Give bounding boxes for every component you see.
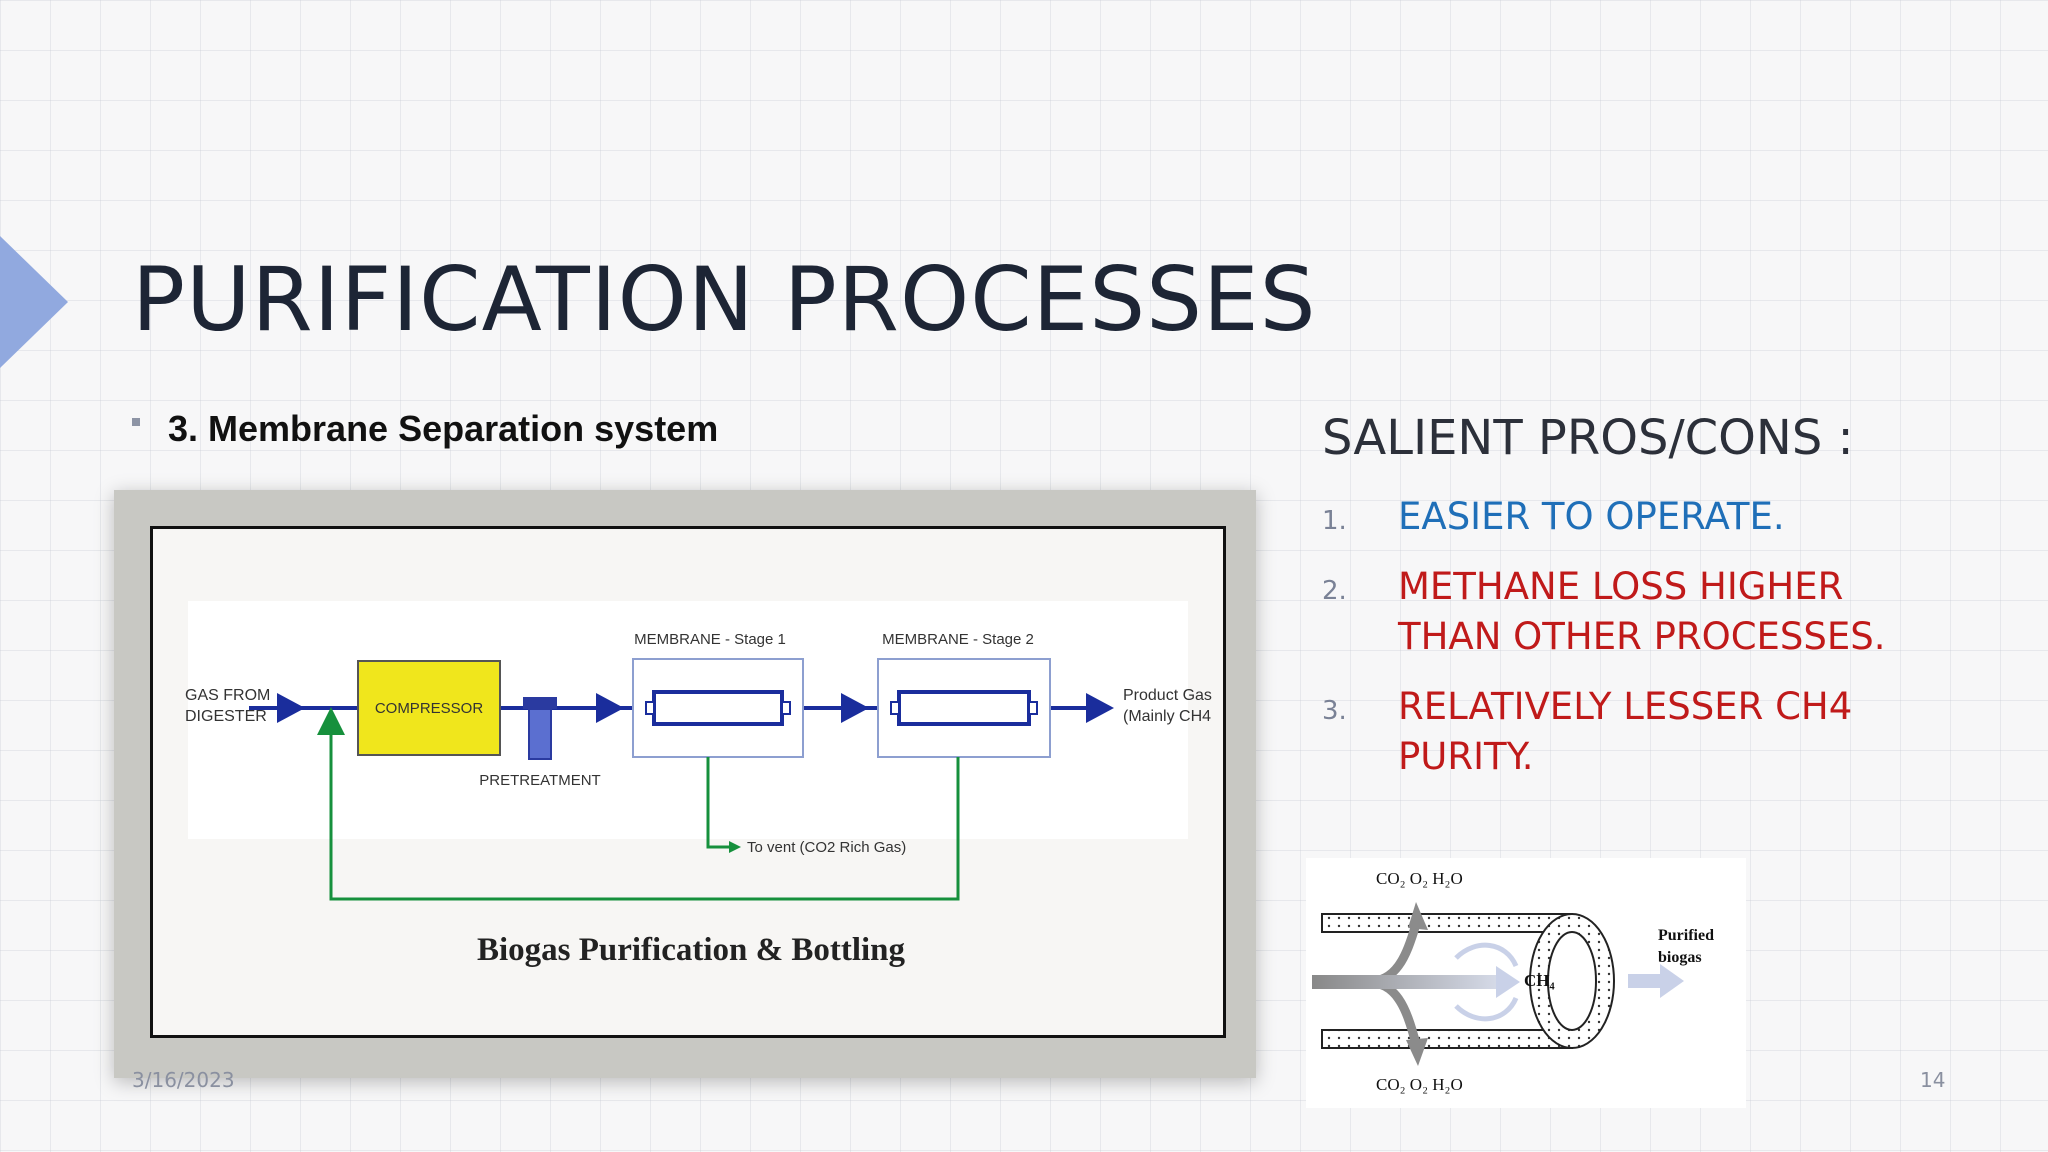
stage1-membrane [652, 690, 784, 726]
recycle-arrow [317, 707, 345, 735]
process-diagram-frame: GAS FROM DIGESTER COMPRESSOR PRETREATMEN… [114, 490, 1256, 1078]
vent-line [706, 757, 733, 849]
item-text-line: METHANE LOSS HIGHER [1398, 565, 1844, 608]
item-number: 2. [1322, 576, 1347, 606]
item-text-line: PURITY. [1398, 735, 1534, 778]
arrow-to-stage1 [596, 693, 624, 723]
bullet-marker [132, 418, 140, 426]
bullet-item: 3. Membrane Separation system [132, 408, 718, 450]
product-label-line1: Product Gas [1123, 687, 1212, 704]
stage1-cap-right [781, 701, 791, 715]
diagram-caption: Biogas Purification & Bottling [477, 932, 906, 968]
top-gases-label: CO₂ O₂ H₂O [1376, 869, 1463, 888]
pros-cons-heading: SALIENT PROS/CONS : [1322, 410, 1854, 466]
footer-date: 3/16/2023 [132, 1068, 235, 1092]
vent-label: To vent (CO2 Rich Gas) [747, 839, 906, 856]
permeate-arrow-down [1406, 1038, 1428, 1066]
ch4-flow-arrow [1496, 966, 1520, 998]
purified-arrow [1660, 964, 1684, 998]
inlet-label-line1: GAS FROM [185, 687, 270, 704]
arrow-inlet [277, 693, 305, 723]
item-number: 3. [1322, 696, 1347, 726]
purified-label-line1: Purified [1658, 927, 1714, 944]
membrane-tube-figure: CO₂ O₂ H₂O CO₂ O₂ H₂O CH₄ Purified bioga… [1306, 858, 1746, 1108]
pretreatment-cap [523, 697, 557, 709]
pros-cons-item-3: 3. RELATIVELY LESSER CH4 PURITY. [1322, 682, 1962, 782]
item-text-line: THAN OTHER PROCESSES. [1398, 615, 1886, 658]
process-diagram-svg: GAS FROM DIGESTER COMPRESSOR PRETREATMEN… [185, 601, 1212, 968]
purified-flow [1628, 974, 1664, 988]
tube-top-wall [1321, 913, 1573, 933]
pretreatment-label: PRETREATMENT [479, 772, 600, 789]
vent-arrow [729, 841, 741, 853]
purified-label-line2: biogas [1658, 949, 1702, 966]
item-number: 1. [1322, 506, 1347, 536]
item-text: METHANE LOSS HIGHER THAN OTHER PROCESSES… [1398, 562, 1886, 662]
tube-end-inner [1547, 931, 1597, 1031]
permeate-arrow-up [1408, 902, 1428, 930]
pretreatment-filter [528, 708, 552, 760]
item-text-line: EASIER TO OPERATE. [1398, 495, 1785, 538]
product-label-line2: (Mainly CH4 [1123, 708, 1211, 725]
accent-triangle [0, 236, 68, 368]
slide-title: PURIFICATION PROCESSES [132, 248, 1317, 351]
bottom-gases-label: CO₂ O₂ H₂O [1376, 1075, 1463, 1094]
bullet-text: 3. Membrane Separation system [168, 408, 719, 449]
pros-cons-item-1: 1. EASIER TO OPERATE. [1322, 492, 1962, 542]
arrow-to-stage2 [841, 693, 869, 723]
tube-bottom-wall [1321, 1029, 1573, 1049]
swirl-bottom [1454, 996, 1519, 1022]
stage2-label: MEMBRANE - Stage 2 [882, 631, 1034, 648]
inlet-label-line2: DIGESTER [185, 708, 267, 725]
stage2-cap-right [1028, 701, 1038, 715]
item-text: EASIER TO OPERATE. [1398, 492, 1785, 542]
swirl-top [1454, 942, 1519, 968]
stage1-label: MEMBRANE - Stage 1 [634, 631, 786, 648]
ch4-label: CH₄ [1524, 971, 1555, 990]
arrow-outlet [1086, 693, 1114, 723]
item-text-line: RELATIVELY LESSER CH4 [1398, 685, 1853, 728]
process-diagram: GAS FROM DIGESTER COMPRESSOR PRETREATMEN… [150, 526, 1226, 1038]
compressor-box [357, 660, 501, 756]
item-text: RELATIVELY LESSER CH4 PURITY. [1398, 682, 1852, 782]
pros-cons-item-2: 2. METHANE LOSS HIGHER THAN OTHER PROCES… [1322, 562, 1962, 662]
pros-cons-list: 1. EASIER TO OPERATE. 2. METHANE LOSS HI… [1322, 492, 1962, 802]
stage2-membrane [897, 690, 1031, 726]
stage1-cap-left [645, 701, 655, 715]
page-number: 14 [1920, 1068, 1946, 1092]
compressor-label: COMPRESSOR [375, 700, 484, 717]
stage2-cap-left [890, 701, 900, 715]
recycle-line [329, 735, 960, 901]
ch4-flow [1312, 975, 1502, 989]
